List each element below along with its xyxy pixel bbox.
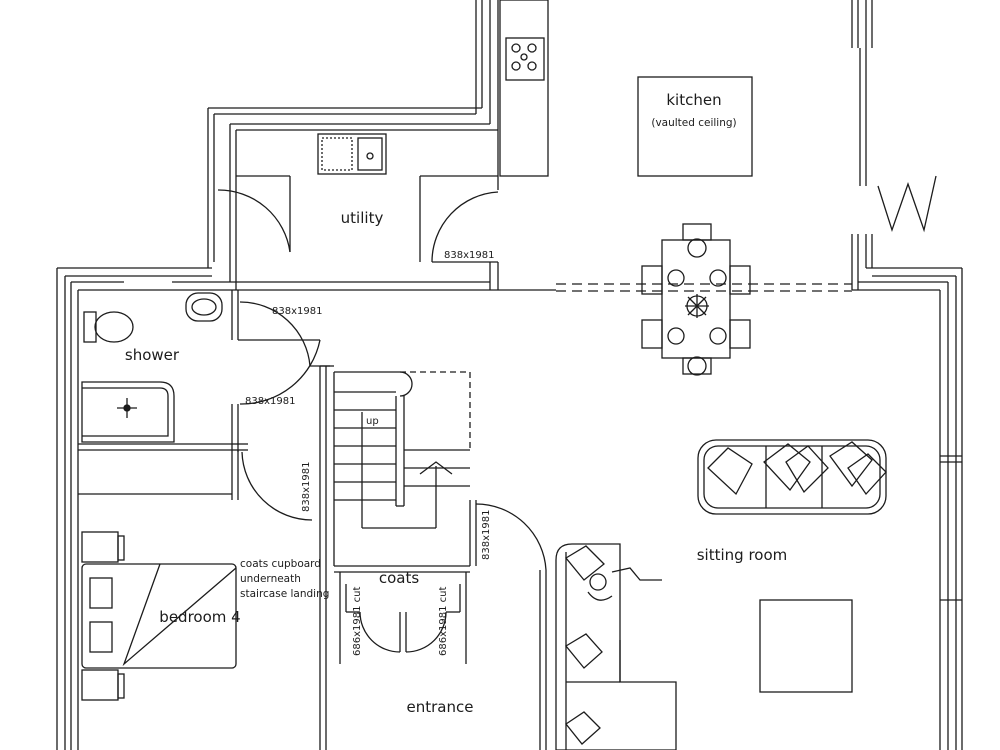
- dim-shower-door: 838x1981: [245, 396, 295, 407]
- bed: [81, 531, 237, 701]
- basin: [185, 292, 223, 322]
- coffee-table: [759, 599, 853, 693]
- room-label-utility: utility: [341, 209, 384, 227]
- dim-hall-door: 838x1981: [272, 306, 322, 317]
- utility-door-right: [419, 176, 499, 263]
- room-label-shower: shower: [125, 346, 180, 364]
- stair-up-label: up: [366, 416, 379, 427]
- utility-door-left: [217, 176, 291, 253]
- bifold-doors: [877, 175, 937, 233]
- room-label-entrance: entrance: [407, 698, 474, 716]
- dim-coats-door-left: 686x1981 cut: [352, 587, 363, 656]
- cupboard-note-line-3: staircase landing: [240, 588, 329, 600]
- cupboard-note-line-2: underneath: [240, 573, 301, 585]
- shower-tray: [81, 381, 175, 443]
- kitchen-island: [637, 76, 753, 177]
- kitchen-worktop: [499, 0, 549, 177]
- room-label-kitchen: kitchen: [666, 91, 721, 109]
- dim-entrance-door: 838x1981: [481, 510, 492, 560]
- cupboard-note-line-1: coats cupboard: [240, 558, 321, 570]
- entrance-door: [475, 503, 547, 750]
- sofa: [697, 439, 887, 515]
- room-label-coats: coats: [379, 569, 419, 587]
- dim-bedroom-door: 838x1981: [301, 462, 312, 512]
- toilet: [83, 311, 134, 343]
- dining-table: [641, 223, 751, 376]
- coats-cupboard: [334, 571, 470, 664]
- staircase: [333, 371, 477, 567]
- room-label-bedroom: bedroom 4: [159, 608, 240, 626]
- kitchen-note: (vaulted ceiling): [651, 117, 736, 129]
- utility-sink: [317, 133, 387, 175]
- corner-sofa: [555, 543, 677, 750]
- dim-utility-door: 838x1981: [444, 250, 494, 261]
- dim-coats-door-right: 686x1981 cut: [438, 587, 449, 656]
- open-plan-boundary: [556, 283, 852, 292]
- shower-door: [238, 339, 321, 405]
- room-label-sitting-room: sitting room: [697, 546, 788, 564]
- bedroom-door: [237, 450, 313, 521]
- exterior-walls: [56, 0, 963, 750]
